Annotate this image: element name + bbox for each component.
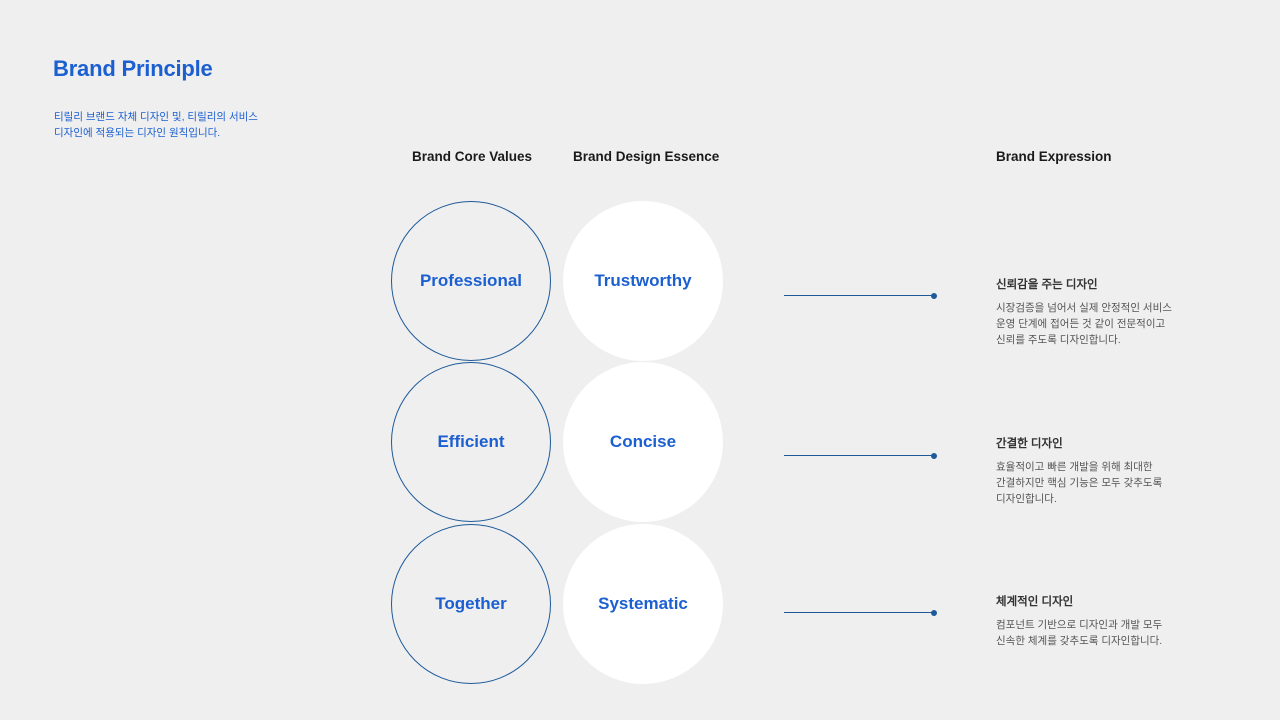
- expression-description: 효율적이고 빠른 개발을 위해 최대한 간결하지만 핵심 기능은 모두 갖추도록…: [996, 459, 1216, 507]
- column-header-design-essence: Brand Design Essence: [573, 149, 720, 164]
- design-essence-circle-trustworthy: Trustworthy: [563, 201, 723, 361]
- expression-line: 시장검증을 넘어서 실제 안정적인 서비스: [996, 302, 1172, 314]
- design-essence-label: Trustworthy: [594, 271, 692, 290]
- column-header-core-values: Brand Core Values: [412, 149, 533, 164]
- subtitle-line: 티릴리 브랜드 자체 디자인 및, 티릴리의 서비스: [54, 111, 258, 123]
- connector-dot: [931, 609, 937, 616]
- subtitle-line: 디자인에 적용되는 디자인 원칙입니다.: [54, 127, 221, 139]
- expression-title: 신뢰감을 주는 디자인: [996, 279, 1098, 291]
- expression-line: 운영 단계에 접어든 것 같이 전문적이고: [996, 318, 1166, 330]
- expression-title: 간결한 디자인: [996, 438, 1063, 450]
- design-essence-circle-systematic: Systematic: [563, 524, 723, 684]
- connector-line: [784, 452, 937, 459]
- expression-title: 체계적인 디자인: [996, 596, 1074, 608]
- page-subtitle: 티릴리 브랜드 자체 디자인 및, 티릴리의 서비스 디자인에 적용되는 디자인…: [54, 109, 294, 141]
- connector-line: [784, 292, 937, 299]
- connector-line: [784, 609, 937, 616]
- connector-dot: [931, 452, 937, 459]
- expression-line: 디자인합니다.: [996, 493, 1057, 505]
- expression-line: 간결하지만 핵심 기능은 모두 갖추도록: [996, 477, 1163, 489]
- design-essence-label: Systematic: [598, 594, 688, 613]
- core-value-circle-professional: Professional: [391, 201, 551, 361]
- core-value-label: Professional: [419, 271, 523, 290]
- expression-line: 효율적이고 빠른 개발을 위해 최대한: [996, 461, 1153, 473]
- core-value-circle-efficient: Efficient: [391, 362, 551, 522]
- design-essence-circle-concise: Concise: [563, 362, 723, 522]
- core-value-label: Together: [435, 594, 507, 613]
- connector-dot: [931, 292, 937, 299]
- expression-description: 컴포넌트 기반으로 디자인과 개발 모두 신속한 체계를 갖추도록 디자인합니다…: [996, 617, 1216, 649]
- column-header-expression: Brand Expression: [996, 149, 1112, 164]
- core-value-label: Efficient: [437, 432, 505, 451]
- page-title: Brand Principle: [53, 56, 213, 81]
- expression-description: 시장검증을 넘어서 실제 안정적인 서비스 운영 단계에 접어든 것 같이 전문…: [996, 300, 1216, 348]
- expression-block-trustworthy: 신뢰감을 주는 디자인 시장검증을 넘어서 실제 안정적인 서비스 운영 단계에…: [996, 276, 1216, 348]
- core-value-circle-together: Together: [391, 524, 551, 684]
- design-essence-label: Concise: [609, 432, 677, 451]
- expression-line: 컴포넌트 기반으로 디자인과 개발 모두: [996, 619, 1163, 631]
- expression-block-systematic: 체계적인 디자인 컴포넌트 기반으로 디자인과 개발 모두 신속한 체계를 갖추…: [996, 593, 1216, 649]
- expression-block-concise: 간결한 디자인 효율적이고 빠른 개발을 위해 최대한 간결하지만 핵심 기능은…: [996, 435, 1216, 507]
- expression-line: 신뢰를 주도록 디자인합니다.: [996, 334, 1121, 346]
- expression-line: 신속한 체계를 갖추도록 디자인합니다.: [996, 635, 1163, 647]
